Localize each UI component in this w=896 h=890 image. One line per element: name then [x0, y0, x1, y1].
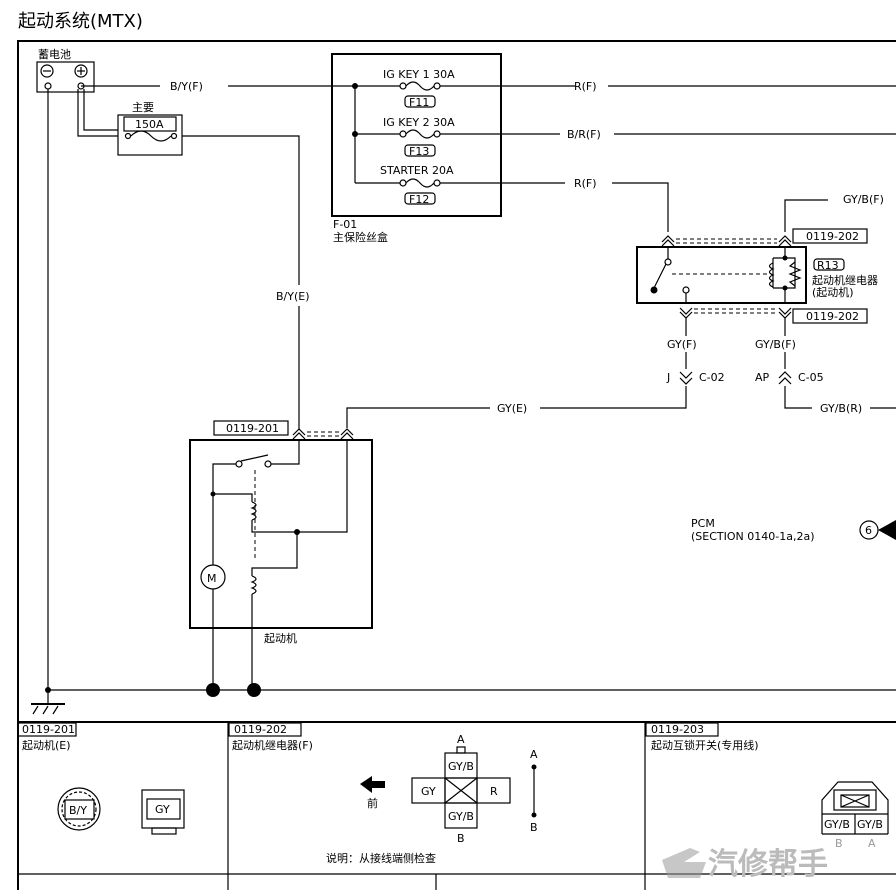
wire-label-gybf-top: GY/B(F) — [843, 193, 884, 206]
fuse-f12-name: STARTER 20A — [380, 164, 454, 177]
motor-label: M — [207, 572, 217, 585]
panel-3-name: 起动互锁开关(专用线) — [651, 738, 759, 752]
interlock-switch-connector — [821, 781, 889, 835]
main-fuse-box — [331, 53, 502, 217]
starter-motor-unit — [189, 439, 373, 629]
relay-connector-top-id: 0119-202 — [806, 230, 859, 243]
wire-label-rf-2: R(F) — [574, 177, 597, 190]
panel-3-pin-a: GY/B — [857, 818, 883, 831]
relay-connector-bottom-id: 0119-202 — [806, 310, 859, 323]
relay-connector-top — [661, 235, 792, 247]
wire-label-brf: B/R(F) — [567, 128, 601, 141]
cross-down-pin: GY/B — [448, 810, 474, 823]
panel-2-id: 0119-202 — [234, 723, 287, 736]
wire-label-by-e: B/Y(E) — [276, 290, 310, 303]
wire-label-gybr: GY/B(R) — [820, 402, 862, 415]
ground-symbol — [31, 690, 65, 715]
watermark-text: 汽修帮手 — [708, 847, 828, 882]
panel-3-pin-b: GY/B — [824, 818, 850, 831]
fuse-box-name: 主保险丝盒 — [333, 230, 388, 244]
starter-relay — [636, 246, 807, 304]
pcm-label: PCM — [691, 517, 715, 530]
battery — [36, 61, 95, 93]
page-title: 起动系统(MTX) — [18, 11, 143, 32]
panel-1-name: 起动机(E) — [22, 738, 71, 752]
relay-code-tag — [813, 258, 845, 271]
front-label: 前 — [367, 796, 378, 810]
wire-label-gyf: GY(F) — [667, 338, 697, 351]
main-fuse-label: 主要 — [132, 101, 154, 114]
splice-j: J — [666, 371, 670, 384]
relay-connector-face: A B — [411, 733, 511, 845]
splice-c02: C-02 — [699, 371, 725, 384]
splice-ap: AP — [755, 371, 770, 384]
cross-left-pin: GY — [421, 785, 436, 798]
panel-2-name: 起动机继电器(F) — [232, 738, 313, 752]
battery-label: 蓄电池 — [38, 48, 71, 61]
starter-connector-id: 0119-201 — [226, 422, 279, 435]
fuse-f13-code: F13 — [409, 145, 429, 158]
fuse-f11-name: IG KEY 1 30A — [383, 68, 455, 81]
relay-code: R13 — [817, 259, 839, 272]
wire-label-by-f: B/Y(F) — [170, 80, 203, 93]
diagram-frame — [17, 40, 896, 890]
relay-sub: (起动机) — [812, 285, 854, 299]
watermark-logo — [662, 848, 706, 878]
cross-up-pin: GY/B — [448, 760, 474, 773]
main-fuse-rating: 150A — [135, 118, 164, 131]
panel-3-id: 0119-203 — [651, 723, 704, 736]
pcm-ref: 6 — [865, 524, 872, 537]
wire-label-rf-1: R(F) — [574, 80, 597, 93]
relay-connector-bottom — [679, 307, 792, 319]
fuse-box-id: F-01 — [333, 218, 357, 231]
panel-1-pin-gy: GY — [155, 803, 170, 816]
wire-label-gye: GY(E) — [497, 402, 527, 415]
starter-label: 起动机 — [264, 631, 297, 645]
panel-1-pin-by: B/Y — [69, 804, 87, 817]
splice-c05: C-05 — [798, 371, 824, 384]
cross-top-letter: A — [457, 733, 465, 746]
side-top-letter: A — [530, 748, 538, 761]
fuse-f12-code: F12 — [409, 193, 429, 206]
panel-2-note: 说明：从接线端侧检查 — [326, 851, 436, 865]
starter-terminal-gy — [141, 789, 185, 835]
side-bottom-letter: B — [530, 821, 538, 834]
cross-right-pin: R — [490, 785, 498, 798]
front-arrow-icon — [360, 776, 385, 793]
fuse-f12-tag — [404, 192, 436, 205]
fuse-f11-tag — [404, 95, 436, 108]
cross-bottom-letter: B — [457, 832, 465, 845]
pcm-section: (SECTION 0140-1a,2a) — [691, 530, 814, 543]
fuse-f11-code: F11 — [409, 96, 429, 109]
starter-connector — [292, 428, 354, 440]
relay-side-view: A B — [530, 748, 538, 834]
main-fuse — [117, 114, 183, 156]
panel-3-letter-b: B — [835, 837, 843, 850]
starter-terminal-by — [57, 787, 101, 831]
arrow-left-icon — [878, 520, 896, 540]
panel-3-letter-a: A — [868, 837, 876, 850]
fuse-f13-tag — [404, 144, 436, 157]
relay-name: 起动机继电器 — [812, 273, 878, 287]
fuse-f13-name: IG KEY 2 30A — [383, 116, 455, 129]
wire-label-gybf-mid: GY/B(F) — [755, 338, 796, 351]
panel-1-id: 0119-201 — [22, 723, 75, 736]
